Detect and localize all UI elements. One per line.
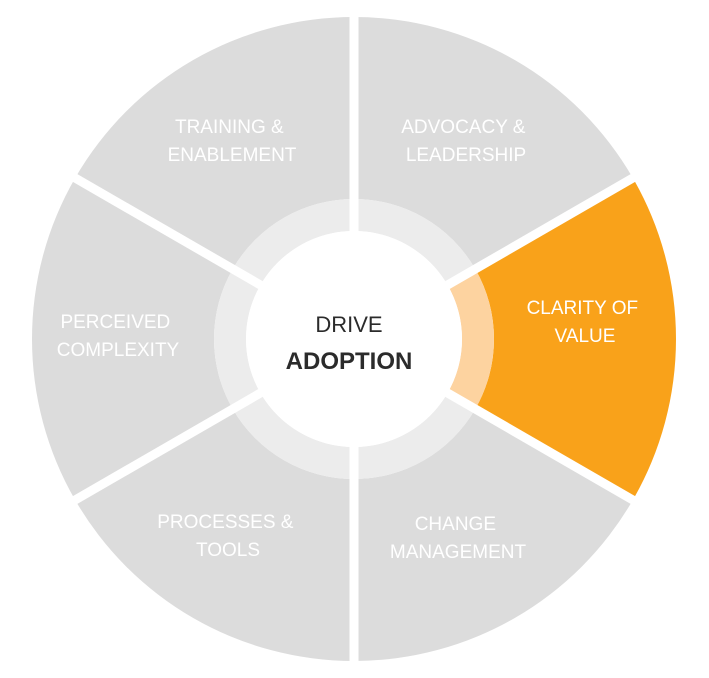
- segment-processes-tools[interactable]: [75, 409, 354, 661]
- segment-perceived-complexity[interactable]: [31, 178, 233, 500]
- inner-ring-clarity: [447, 269, 494, 409]
- label-training-enablement: TRAINING & ENABLEMENT: [168, 117, 297, 166]
- center-hub: [246, 231, 462, 447]
- label-change-management: CHANGE MANAGEMENT: [390, 514, 527, 563]
- label-perceived-complexity: PERCEIVED COMPLEXITY: [57, 312, 180, 361]
- inner-ring-perceived: [214, 269, 261, 409]
- segment-clarity-of-value[interactable]: [475, 178, 676, 500]
- center-title-adoption: ADOPTION: [286, 348, 413, 375]
- label-clarity-of-value: CLARITY OF VALUE: [527, 298, 644, 347]
- segment-advocacy-leadership[interactable]: [354, 17, 633, 269]
- inner-ring-training: [232, 199, 354, 285]
- label-advocacy-leadership: ADVOCACY & LEADERSHIP: [401, 117, 531, 166]
- segment-training-enablement[interactable]: [75, 17, 354, 269]
- inner-ring-processes: [232, 393, 354, 479]
- inner-ring-change: [354, 393, 476, 479]
- segment-change-management[interactable]: [354, 409, 633, 661]
- label-processes-tools: PROCESSES & TOOLS: [157, 512, 299, 561]
- inner-ring-advocacy: [354, 199, 476, 285]
- center-title-drive: DRIVE: [315, 312, 382, 337]
